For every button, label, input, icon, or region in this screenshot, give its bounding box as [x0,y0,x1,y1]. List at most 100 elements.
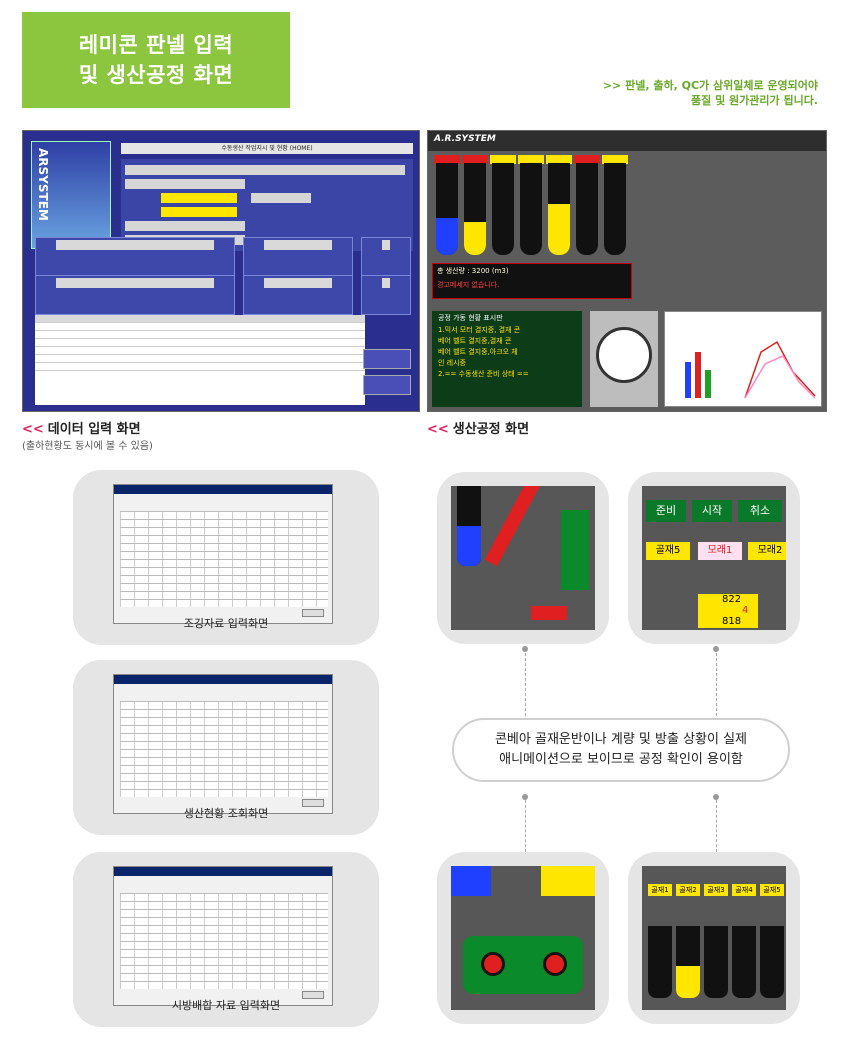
bin-tag: 골재2 [676,884,700,896]
console-title: 공정 가동 현황 표시판 [438,314,503,322]
production-graph [664,311,822,407]
connector-line [716,648,717,716]
console-line: 인 레시중 [438,359,466,367]
graph-bar [685,362,691,398]
bin-tag [518,155,544,164]
zoom-image: 골재1 골재2 골재3 골재4 골재5 [642,866,786,1010]
panel-p4 [243,275,353,315]
zoom-bins: 골재1 골재2 골재3 골재4 골재5 [628,852,800,1024]
gauge-dial [596,327,652,383]
page-title-line1: 레미콘 판넬 입력 [78,33,234,57]
card-label: 시방배합 자료 입력화면 [171,999,281,1012]
brand-label: A.R.SYSTEM [434,134,496,144]
status-total: 총 생산량 : 3200 (m3) [437,267,509,275]
card-production: 생산현황 조회화면 [73,660,379,835]
bin [492,163,514,255]
console-line: 베어 벨트 결지중,결재 콘 [438,337,512,345]
card-label: 조깅자료 입력화면 [183,617,269,630]
panel-p1 [35,237,235,277]
bin [604,163,626,255]
console-line: 베어 벨트 결지중,아크오 체 [438,348,518,356]
zoom-control: 준비 시작 취소 골재5 모래1 모래2 822 4 818 [628,472,800,644]
bin-tag: 골재1 [648,884,672,896]
aggregate-bins [434,155,694,265]
panel-p6 [361,275,411,315]
zoom-image: 준비 시작 취소 골재5 모래1 모래2 822 4 818 [642,486,786,630]
grid-row [125,165,405,175]
caption-arrow-icon: << [22,422,44,437]
bubble-line2: 애니메이션으로 보이므로 공정 확인이 용이함 [499,752,743,767]
connector-dot [713,794,719,800]
grid-row [161,193,237,203]
bin-tag: 골재4 [732,884,756,896]
bin [436,163,458,255]
connector-line [525,648,526,716]
window-button[interactable] [302,799,324,807]
bin-tag [574,155,600,164]
data-input-screenshot: ARSYSTEM 수동생산 작업지시 및 현황 (HOME) [22,130,420,412]
connector-dot [522,794,528,800]
page-title-box: 레미콘 판넬 입력 및 생산공정 화면 [22,12,290,108]
screen-header: 수동생산 작업지시 및 현황 (HOME) [121,143,413,154]
status-box: 총 생산량 : 3200 (m3) 경고메세지 없습니다. [432,263,632,299]
status-message: 경고메세지 없습니다. [437,281,500,289]
zoom-image [451,866,595,1010]
caption-arrow-icon: << [427,422,449,437]
graph-line [744,355,816,399]
window-button[interactable] [302,609,324,617]
value-cell: 822 [722,594,742,605]
side-button[interactable] [363,349,411,369]
graph-line [744,340,816,399]
bin [576,163,598,255]
bin-tag [602,155,628,164]
value-cell: 818 [722,616,742,627]
cancel-button[interactable]: 취소 [738,500,782,522]
bubble-line1: 콘베아 골재운반이나 계량 및 방출 상황이 실제 [494,732,748,747]
connector-line [525,800,526,852]
left-caption-text: 데이터 입력 화면 [47,422,141,437]
top-bar: A.R.SYSTEM [428,131,826,151]
production-screenshot: A.R.SYSTEM 총 생산량 : 3200 (m3) 경고메세지 없습니다.… [427,130,827,412]
bin-tag [434,155,460,164]
connector-dot [522,646,528,652]
grid-row [125,221,245,231]
page-title-line2: 및 생산공정 화면 [78,63,234,87]
connector-line [716,800,717,852]
grid-row [161,207,237,217]
console-line: 2.== 수동생산 준비 상태 == [438,370,529,378]
info-note: >> 판넬, 출하, QC가 삼위일체로 운영되어야 품질 및 원가관리가 됩니… [603,78,818,108]
bin [548,163,570,255]
right-caption-text: 생산공정 화면 [452,422,530,437]
connector-dot [713,646,719,652]
card-jogging: 조깅자료 입력화면 [73,470,379,645]
graph-bar [705,370,711,398]
info-note-line2: 품질 및 원가관리가 됩니다. [691,94,818,107]
bin-tag [462,155,488,164]
description-bubble: 콘베아 골재운반이나 계량 및 방출 상황이 실제 애니메이션으로 보이므로 공… [452,718,790,782]
console-line: 1.믹서 모터 결지중, 결재 콘 [438,326,521,334]
bin [520,163,542,255]
zoom-image [451,486,595,630]
left-subcaption: (출하현황도 동시에 볼 수 있음) [22,441,153,452]
ready-button[interactable]: 준비 [646,500,686,522]
right-caption: <<생산공정 화면 [427,418,529,437]
window-button[interactable] [302,991,324,999]
bin [464,163,486,255]
bin-tag [546,155,572,164]
window-thumb [113,674,333,814]
panel-p5 [361,237,411,277]
left-caption: <<데이터 입력 화면 [22,418,141,437]
grid-row [125,179,245,189]
pressure-gauge [590,311,658,407]
value-cell: 4 [742,605,749,616]
bin-tag [490,155,516,164]
logo-text: ARSYSTEM [36,148,50,221]
process-console: 공정 가동 현황 표시판 1.믹서 모터 결지중, 결재 콘 베어 벨트 결지중… [432,311,582,407]
bin-tag: 모래2 [748,542,786,560]
shipment-table [35,315,365,405]
start-button[interactable]: 시작 [692,500,732,522]
bin-tag: 골재3 [704,884,728,896]
side-button[interactable] [363,375,411,395]
panel-p3 [35,275,235,315]
window-thumb [113,866,333,1006]
